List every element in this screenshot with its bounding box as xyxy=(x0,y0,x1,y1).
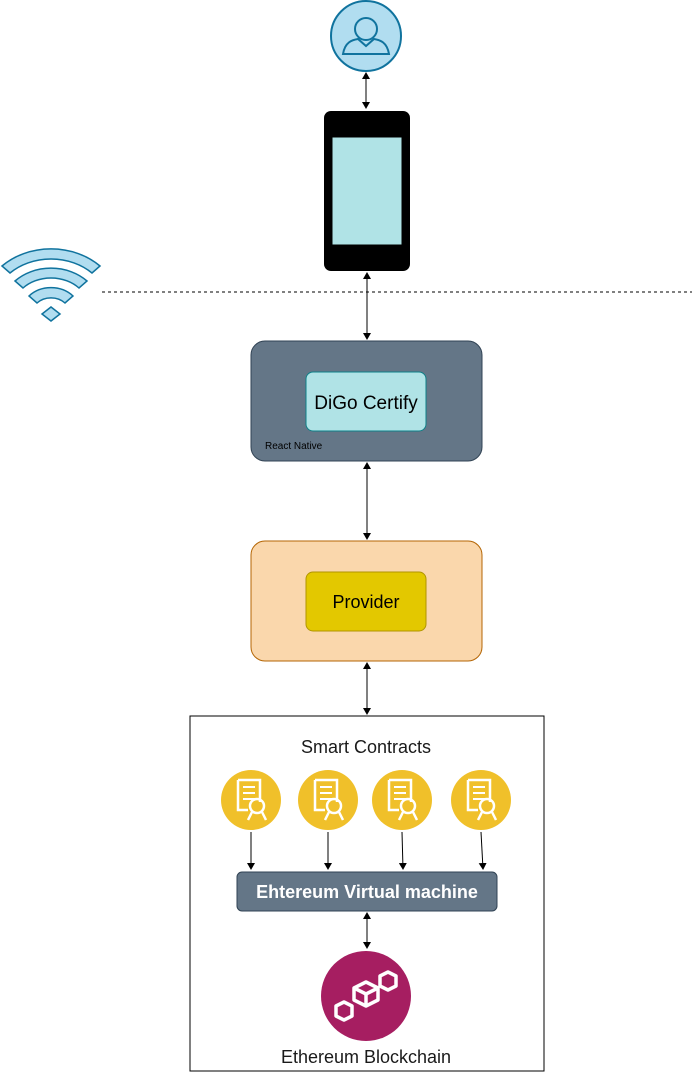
wifi-icon xyxy=(0,248,102,322)
react-native-caption: React Native xyxy=(265,441,323,452)
digo-certify-box xyxy=(305,371,427,432)
certificate-icon xyxy=(451,770,511,830)
certificate-evm-connector xyxy=(398,831,407,870)
user-icon xyxy=(330,0,402,72)
react-native-container: DiGo Certify React Native xyxy=(250,340,483,462)
evm-label: Ehtereum Virtual machine xyxy=(256,882,478,902)
certificate-icon xyxy=(221,770,281,830)
blockchain-icon xyxy=(321,951,411,1041)
ethereum-blockchain-label: Ethereum Blockchain xyxy=(281,1047,451,1067)
mobile-phone-icon xyxy=(324,111,410,271)
digo-certify-label: DiGo Certify xyxy=(314,393,418,414)
certificate-icon xyxy=(298,770,358,830)
provider-container: Provider xyxy=(250,540,483,662)
certificate-evm-connector xyxy=(478,831,487,870)
certificate-icon xyxy=(372,770,432,830)
evm-box: Ehtereum Virtual machine xyxy=(236,871,498,912)
provider-box xyxy=(305,571,427,632)
provider-label: Provider xyxy=(332,592,399,612)
smart-contracts-title: Smart Contracts xyxy=(301,737,431,757)
